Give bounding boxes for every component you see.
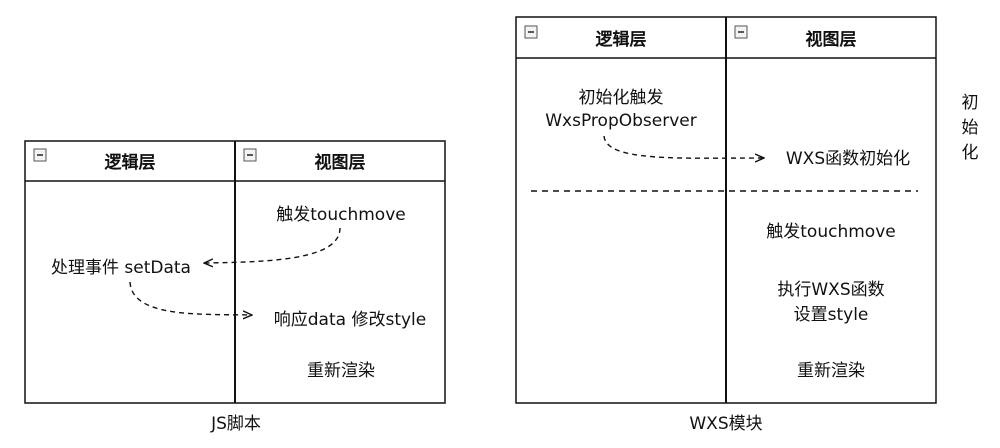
side-note-char: 始 [962, 118, 979, 138]
lane-header-logic: 逻辑层 [105, 152, 156, 173]
wxs-module-panel: 逻辑层 视图层 初始化触发 WxsPropObserver WXS函数初始化 触… [515, 16, 937, 434]
collapse-icon[interactable] [734, 25, 748, 39]
trigger-touchmove-label: 触发touchmove [276, 205, 405, 225]
lane-header-view: 视图层 [315, 152, 366, 173]
wxs-function-init-label: WXS函数初始化 [786, 149, 910, 169]
set-style-label: 设置style [794, 305, 869, 325]
side-note-init: 初 始 化 [962, 93, 979, 163]
side-note-char: 初 [962, 93, 979, 113]
observer-to-wxs-init-arrow [603, 135, 764, 158]
execute-wxs-function-label: 执行WXS函数 [777, 280, 884, 300]
collapse-icon[interactable] [33, 148, 47, 162]
rerender-label: 重新渲染 [797, 361, 865, 381]
collapse-icon[interactable] [243, 148, 257, 162]
wxs-module-caption: WXS模块 [689, 414, 762, 434]
wxs-prop-observer-label: WxsPropObserver [545, 111, 696, 131]
trigger-touchmove-label: 触发touchmove [766, 222, 895, 242]
js-script-caption: JS脚本 [210, 414, 261, 434]
handle-event-setdata-label: 处理事件 setData [51, 258, 191, 278]
lane-header-view: 视图层 [806, 29, 857, 50]
setdata-to-response-arrow [129, 281, 252, 315]
collapse-icon[interactable] [524, 25, 538, 39]
lane-header-logic: 逻辑层 [596, 29, 647, 50]
rerender-label: 重新渲染 [307, 361, 375, 381]
touchmove-to-setdata-arrow [204, 227, 341, 263]
respond-data-modify-style-label: 响应data 修改style [274, 310, 426, 330]
js-script-panel: 逻辑层 视图层 触发touchmove 处理事件 setData 响应data … [24, 140, 446, 434]
side-note-char: 化 [962, 143, 979, 163]
init-trigger-label: 初始化触发 [579, 88, 664, 108]
